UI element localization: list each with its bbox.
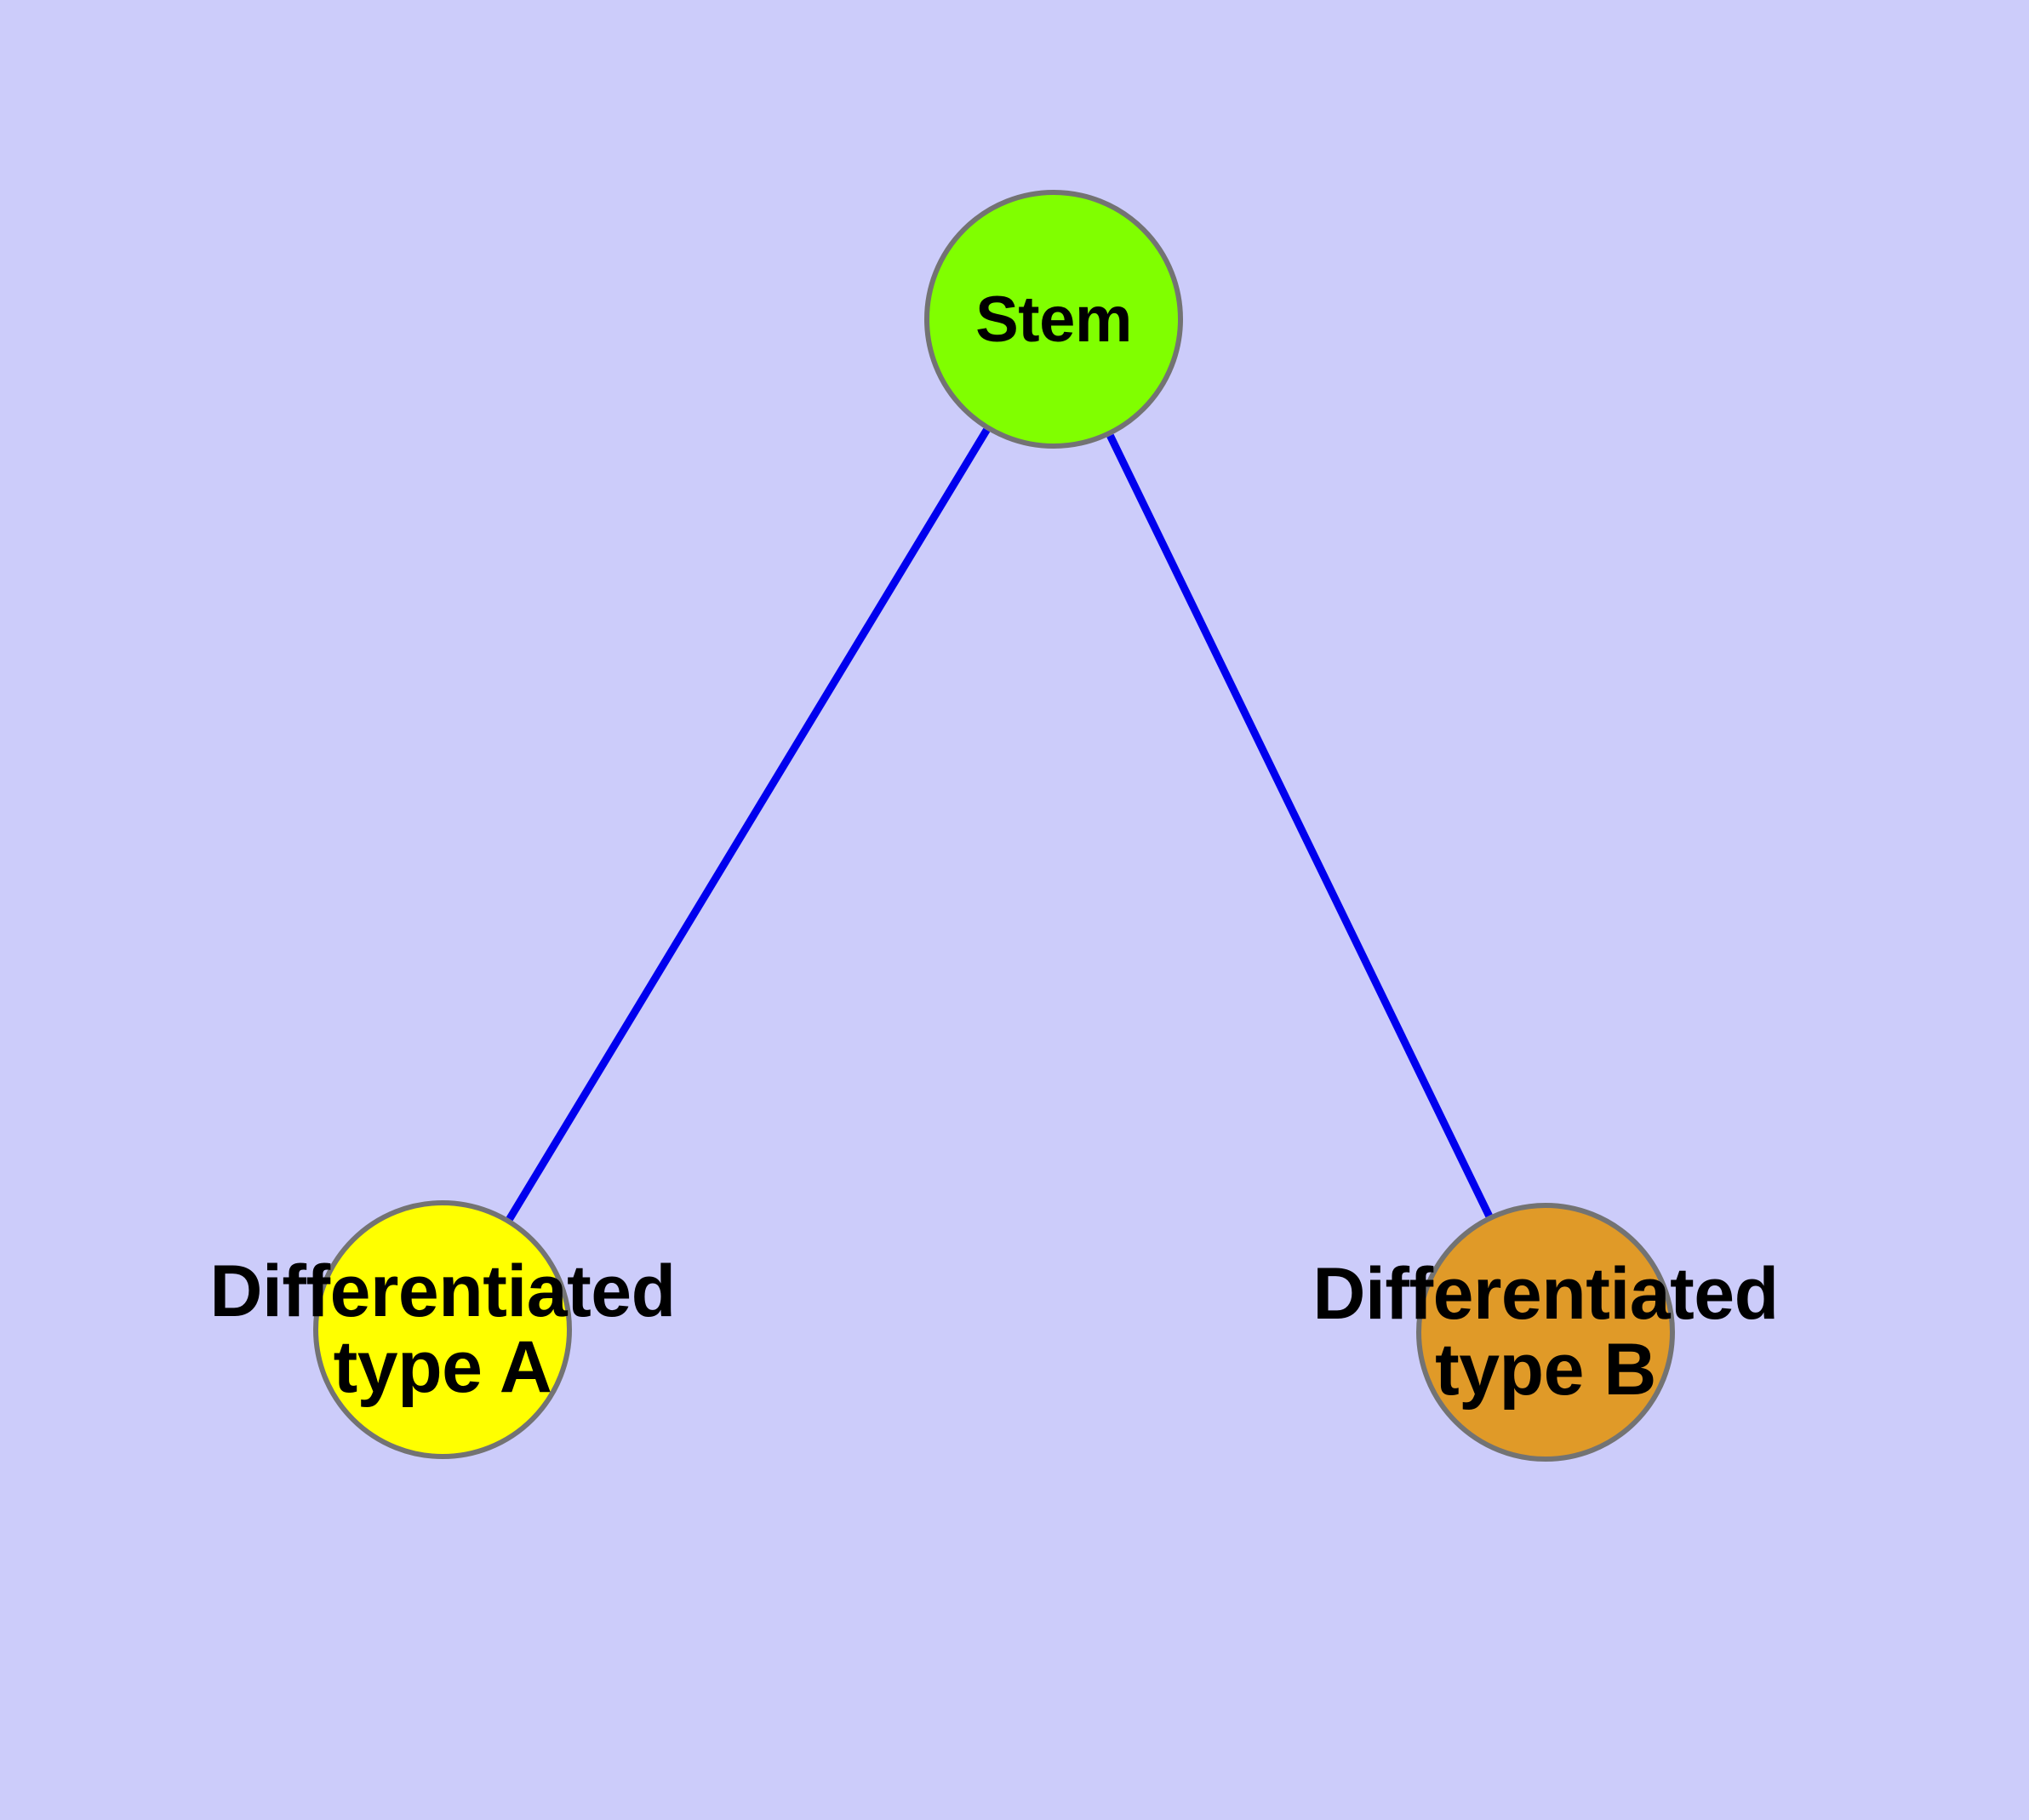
edge-stem-to-differentiated-type-b[interactable] [1106, 433, 1493, 1218]
edge-stem-to-differentiated-type-a[interactable] [506, 427, 991, 1222]
node-stem[interactable] [924, 190, 1183, 449]
node-differentiated-type-a[interactable] [313, 1200, 572, 1459]
node-differentiated-type-b[interactable] [1416, 1203, 1675, 1462]
